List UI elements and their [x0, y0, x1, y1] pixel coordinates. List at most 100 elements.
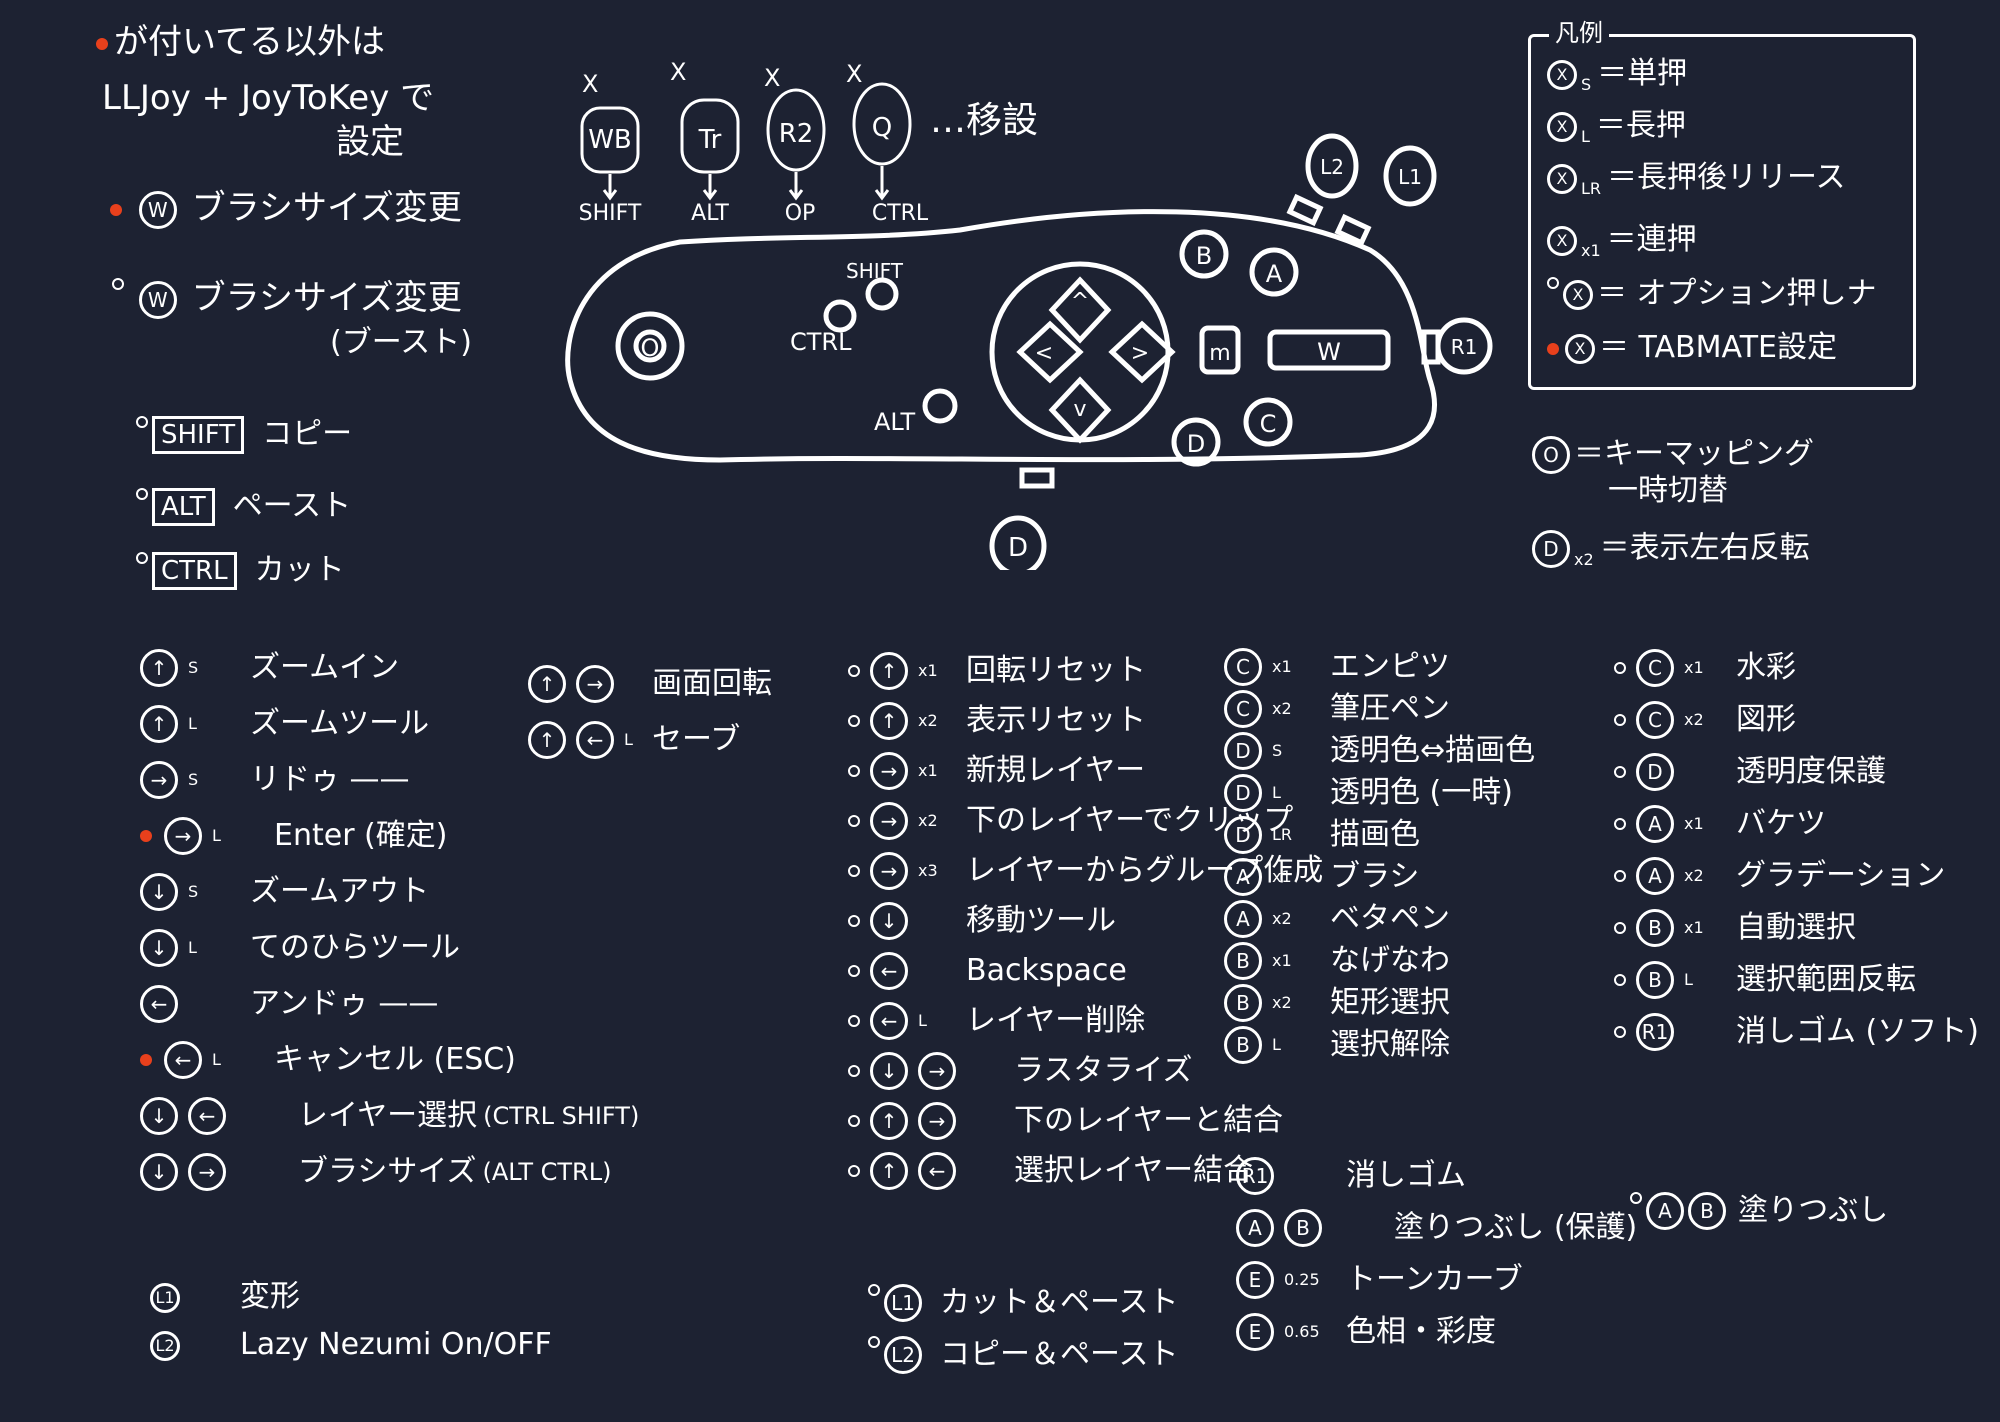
r1-key-icon: R1 — [1236, 1157, 1274, 1195]
shift-item-label: コピー — [262, 416, 353, 452]
press-type-subscript: x1 — [1684, 814, 1704, 833]
ring-icon — [848, 1065, 860, 1077]
press-type-subscript: L — [918, 1011, 927, 1030]
l2-key-icon: L2 — [150, 1330, 180, 1361]
o-note: O＝キーマッピング — [1532, 436, 1814, 474]
cross-mark: X — [764, 64, 780, 92]
w-item-red: W ブラシサイズ変更 — [110, 188, 462, 229]
bottom-bumper — [1019, 467, 1055, 489]
left-arrow-icon: ← — [870, 1002, 908, 1040]
action-label: 下のレイヤーと結合 — [1014, 1103, 1284, 1138]
shortcut-row: ← L レイヤー削除 — [848, 996, 1323, 1046]
press-type-subscript: L — [1272, 783, 1281, 802]
shift-label: SHIFT — [846, 259, 904, 283]
b-key-icon: B — [1224, 942, 1262, 980]
shift-button — [865, 277, 899, 311]
w-button — [1267, 329, 1391, 371]
c-key-icon: C — [1636, 701, 1674, 739]
d-key-icon: D — [1636, 753, 1674, 791]
tr-key-label: Tr — [698, 125, 722, 155]
action-label: 描画色 — [1330, 817, 1420, 852]
press-type-subscript: x1 — [918, 661, 938, 680]
ctrl-label: CTRL — [790, 328, 852, 356]
controller-diagram: SHIFT CTRL ALT O ^ v < > m W B A D C L2 … — [565, 133, 1493, 570]
wb-arrow — [602, 174, 618, 201]
press-type-subscript: x2 — [1272, 909, 1292, 928]
action-label: ラスタライズ — [1014, 1053, 1193, 1088]
action-label: 消しゴム — [1346, 1158, 1466, 1193]
ring-icon — [1614, 818, 1626, 830]
l2-bumper — [1286, 193, 1324, 227]
action-label: グラデーション — [1736, 858, 1946, 893]
e-key-icon: E — [1236, 1261, 1274, 1299]
ring-icon — [1614, 1026, 1626, 1038]
ring-icon — [1630, 1192, 1642, 1204]
b-key-icon: B — [1636, 909, 1674, 947]
b-key-icon: B — [1284, 1209, 1322, 1247]
d-key-icon: D — [1224, 732, 1262, 770]
a-key-icon: A — [1236, 1209, 1274, 1247]
d-key-icon: D — [1224, 774, 1262, 812]
o-key-icon: O — [1532, 436, 1570, 474]
a-button — [1249, 247, 1299, 297]
ring-icon — [1547, 277, 1559, 289]
b-key-icon: B — [1224, 1026, 1262, 1064]
alt-item-label: ペースト — [232, 488, 352, 524]
press-type-subscript: LR — [1272, 825, 1293, 844]
ring-icon — [848, 915, 860, 927]
press-type-subscript: L — [188, 938, 197, 957]
legend-item-tabmate: X＝ TABMATE設定 — [1547, 331, 1837, 365]
shift-mapped-label: SHIFT — [579, 201, 642, 226]
left-label: < — [1035, 341, 1053, 366]
down-arrow-icon: ↓ — [140, 1153, 178, 1191]
b-key-icon: B — [1688, 1192, 1726, 1230]
action-label: 図形 — [1736, 702, 1796, 737]
cross-mark: X — [670, 58, 686, 86]
ctrl-item-label: カット — [254, 552, 345, 588]
legend-box: 凡例 XS＝単押 XL＝長押 XLR＝長押後リリース Xx1＝連押 X＝ オプシ… — [1528, 19, 1916, 390]
left-arrow-icon: ← — [164, 1041, 202, 1079]
l1-button — [1383, 145, 1437, 207]
red-dot-icon — [1547, 342, 1559, 355]
action-label: ズームアウト — [250, 874, 430, 909]
action-label: レイヤー削除 — [966, 1003, 1146, 1038]
up-arrow-icon: ↑ — [528, 721, 566, 759]
left-arrow-icon: ← — [140, 985, 178, 1023]
d-key-icon: D — [1224, 816, 1262, 854]
legend-item-option: X＝ オプション押しナ — [1547, 277, 1877, 311]
x-mark-icon: X — [1547, 163, 1577, 194]
q-key-label: Q — [872, 113, 892, 143]
l1-key-icon: L1 — [150, 1282, 180, 1313]
up-label: ^ — [1071, 289, 1089, 314]
w-item-boost-note: (ブースト) — [330, 325, 472, 360]
ring-icon — [848, 665, 860, 677]
c-button — [1243, 397, 1293, 447]
action-label: アンドゥ —— — [250, 986, 439, 1021]
press-type-subscript: S — [188, 882, 199, 901]
legend-item-long: XL＝長押 — [1547, 109, 1686, 154]
red-dot-icon — [96, 37, 108, 50]
ring-icon — [1614, 922, 1626, 934]
header-line-2: LLJoy + JoyToKey で — [102, 78, 435, 118]
right-arrow-icon: → — [870, 852, 908, 890]
left-arrow-icon: ← — [576, 721, 614, 759]
down-arrow-icon: ↓ — [140, 873, 178, 911]
alt-button — [922, 388, 958, 424]
o-note-line2: 一時切替 — [1608, 473, 1728, 508]
press-type-subscript: L — [212, 826, 221, 845]
press-type-subscript: x1 — [1684, 658, 1704, 677]
shortcut-row: ↓→ブラシサイズ(ALT CTRL) — [140, 1144, 639, 1200]
